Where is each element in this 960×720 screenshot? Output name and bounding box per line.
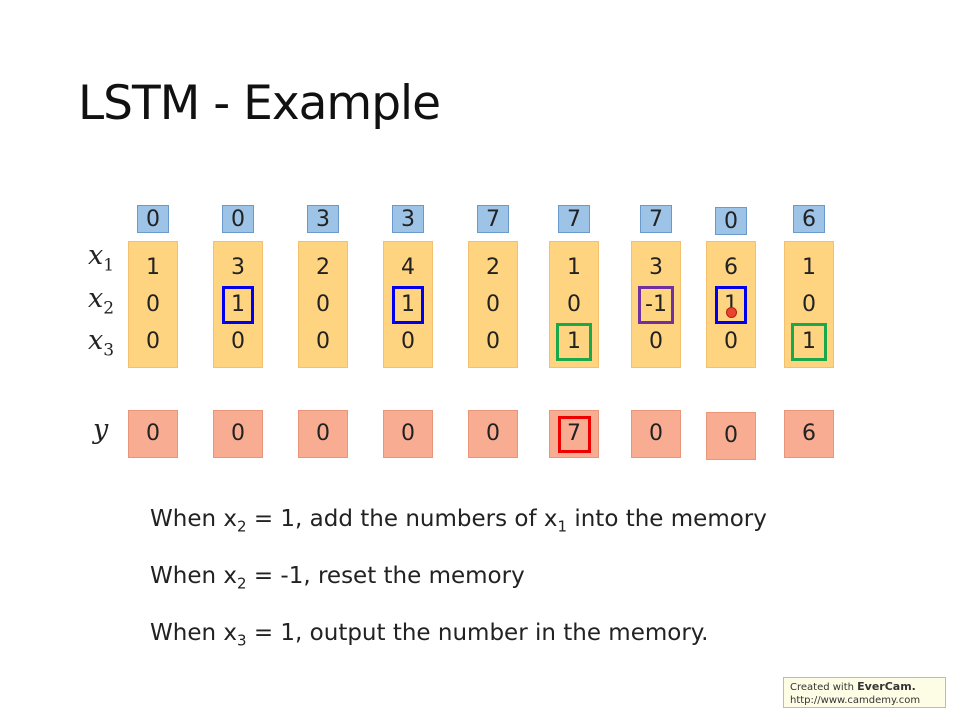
input-value-x1: 2: [316, 255, 330, 280]
input-value-x2: -1: [645, 292, 667, 317]
output-cell: 6: [784, 410, 834, 458]
input-value-x2: 1: [401, 292, 415, 317]
output-value: 0: [401, 421, 415, 446]
memory-cell: 3: [307, 205, 339, 233]
input-value-x3: 1: [567, 329, 581, 354]
row-label-y: y: [93, 414, 109, 445]
memory-cell: 6: [793, 205, 825, 233]
input-value-x2: 0: [567, 292, 581, 317]
input-value-x1: 1: [567, 255, 581, 280]
memory-cell: 7: [477, 205, 509, 233]
input-column: 1 0 1: [549, 241, 599, 368]
output-cell: 7: [549, 410, 599, 458]
memory-cell: 0: [222, 205, 254, 233]
memory-cell: 7: [640, 205, 672, 233]
output-value: 0: [649, 421, 663, 446]
input-column: 1 0 1: [784, 241, 834, 368]
input-value-x2: 0: [486, 292, 500, 317]
row-label-x2: x2: [88, 283, 115, 319]
input-value-x2: 0: [316, 292, 330, 317]
rule-reset: When x2 = -1, reset the memory: [150, 563, 525, 593]
memory-cell: 0: [715, 207, 747, 235]
input-value-x3: 1: [802, 329, 816, 354]
output-cell: 0: [128, 410, 178, 458]
input-value-x2: 0: [146, 292, 160, 317]
input-value-x1: 2: [486, 255, 500, 280]
input-column: 4 1 0: [383, 241, 433, 368]
evercam-watermark[interactable]: Created with EverCam. http://www.camdemy…: [783, 677, 946, 708]
input-column: 3 1 0: [213, 241, 263, 368]
output-value: 0: [316, 421, 330, 446]
input-value-x1: 3: [649, 255, 663, 280]
input-value-x1: 1: [146, 255, 160, 280]
memory-cell: 0: [137, 205, 169, 233]
rule-add: When x2 = 1, add the numbers of x1 into …: [150, 506, 767, 536]
output-cell: 0: [213, 410, 263, 458]
row-label-x1: x1: [88, 240, 115, 276]
output-value: 0: [231, 421, 245, 446]
input-value-x3: 0: [649, 329, 663, 354]
cursor-pointer: [726, 307, 737, 318]
memory-cell: 7: [558, 205, 590, 233]
output-value: 6: [802, 421, 816, 446]
slide-title: LSTM - Example: [78, 76, 441, 131]
input-value-x3: 0: [486, 329, 500, 354]
input-value-x2: 0: [802, 292, 816, 317]
input-value-x2: 1: [231, 292, 245, 317]
input-column: 2 0 0: [298, 241, 348, 368]
input-value-x3: 0: [401, 329, 415, 354]
input-value-x3: 0: [231, 329, 245, 354]
input-column: 3 -1 0: [631, 241, 681, 368]
highlight-box-red: [558, 416, 591, 453]
input-value-x1: 4: [401, 255, 415, 280]
input-column: 2 0 0: [468, 241, 518, 368]
output-value: 0: [146, 421, 160, 446]
input-value-x3: 0: [146, 329, 160, 354]
input-value-x1: 6: [724, 255, 738, 280]
output-cell: 0: [298, 410, 348, 458]
output-cell: 0: [706, 412, 756, 460]
output-cell: 0: [383, 410, 433, 458]
rule-output: When x3 = 1, output the number in the me…: [150, 620, 709, 650]
output-value: 0: [486, 421, 500, 446]
output-cell: 0: [468, 410, 518, 458]
output-value: 7: [567, 421, 581, 446]
row-label-x3: x3: [88, 325, 115, 361]
input-value-x1: 1: [802, 255, 816, 280]
memory-cell: 3: [392, 205, 424, 233]
input-value-x1: 3: [231, 255, 245, 280]
input-value-x3: 0: [724, 329, 738, 354]
output-cell: 0: [631, 410, 681, 458]
output-value: 0: [724, 423, 738, 448]
input-column: 1 0 0: [128, 241, 178, 368]
input-value-x3: 0: [316, 329, 330, 354]
